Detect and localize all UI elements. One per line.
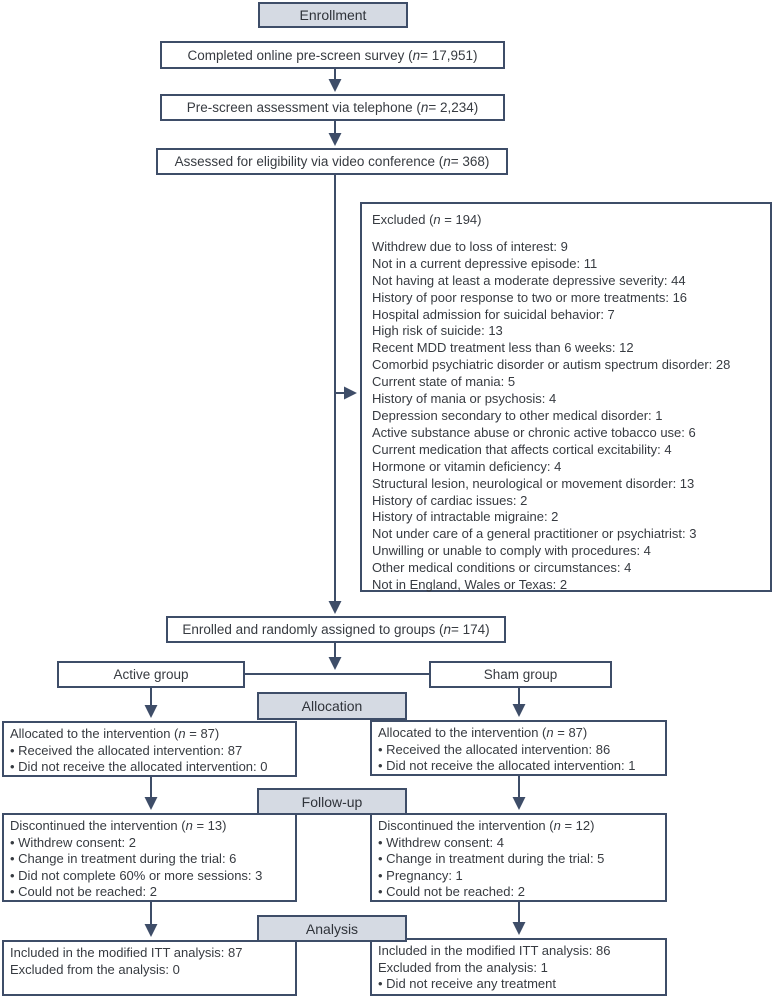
text-line: • Could not be reached: 2: [378, 884, 525, 899]
sham-analysis-lines: Included in the modified ITT analysis: 8…: [378, 943, 659, 993]
text-line: Withdrew due to loss of interest: 9: [372, 238, 568, 254]
box-eligibility-assessment: Assessed for eligibility via video confe…: [156, 148, 508, 175]
active-followup-title: Discontinued the intervention (n = 13): [10, 818, 227, 833]
sham-followup-items: • Withdrew consent: 4• Change in treatme…: [378, 835, 659, 901]
text-line: • Did not receive any treatment: [378, 976, 556, 991]
sham-allocation-title: Allocated to the intervention (n = 87): [378, 725, 588, 740]
box-sham-group: Sham group: [429, 661, 612, 688]
box-active-analysis: Included in the modified ITT analysis: 8…: [2, 940, 297, 996]
sham-followup-title: Discontinued the intervention (n = 12): [378, 818, 595, 833]
text-line: • Received the allocated intervention: 8…: [378, 741, 611, 757]
box-enrolled-randomized: Enrolled and randomly assigned to groups…: [166, 616, 506, 643]
text-line: Not in England, Wales or Texas: 2: [372, 577, 568, 593]
text-line: • Withdrew consent: 2: [10, 834, 136, 850]
box-active-followup: Discontinued the intervention (n = 13) •…: [2, 813, 297, 902]
text-line: • Received the allocated intervention: 8…: [10, 742, 243, 758]
text-line: • Did not receive the allocated interven…: [10, 759, 268, 774]
box-active-group: Active group: [57, 661, 245, 688]
active-analysis-lines: Included in the modified ITT analysis: 8…: [10, 945, 289, 978]
text-line: Current state of mania: 5: [372, 374, 516, 390]
text-line: High risk of suicide: 13: [372, 323, 503, 339]
text-line: • Change in treatment during the trial: …: [10, 851, 237, 866]
active-allocation-title: Allocated to the intervention (n = 87): [10, 726, 220, 741]
text-line: History of poor response to two or more …: [372, 289, 688, 305]
text-line: Included in the modified ITT analysis: 8…: [10, 945, 243, 960]
text-line: Active substance abuse or chronic active…: [372, 424, 696, 440]
text-line: Not in a current depressive episode: 11: [372, 255, 598, 271]
box-sham-allocation: Allocated to the intervention (n = 87) •…: [370, 720, 667, 776]
stage-allocation: Allocation: [257, 692, 407, 720]
text-line: Unwilling or unable to comply with proce…: [372, 543, 651, 559]
box-active-allocation: Allocated to the intervention (n = 87) •…: [2, 721, 297, 777]
stage-analysis: Analysis: [257, 915, 407, 942]
active-followup-items: • Withdrew consent: 2• Change in treatme…: [10, 835, 289, 901]
box-sham-analysis: Included in the modified ITT analysis: 8…: [370, 938, 667, 996]
text-line: History of cardiac issues: 2: [372, 492, 528, 508]
text-line: Not having at least a moderate depressiv…: [372, 272, 686, 288]
text-line: Hormone or vitamin deficiency: 4: [372, 458, 562, 474]
text-line: Depression secondary to other medical di…: [372, 407, 663, 423]
text-line: • Change in treatment during the trial: …: [378, 851, 605, 866]
text-line: History of mania or psychosis: 4: [372, 391, 557, 407]
text-line: Hospital admission for suicidal behavior…: [372, 306, 615, 322]
text-line: Comorbid psychiatric disorder or autism …: [372, 357, 731, 373]
active-allocation-items: • Received the allocated intervention: 8…: [10, 743, 289, 776]
text-line: Excluded from the analysis: 0: [10, 961, 180, 977]
stage-enrollment: Enrollment: [258, 2, 408, 28]
text-line: • Did not complete 60% or more sessions:…: [10, 867, 263, 883]
text-line: • Pregnancy: 1: [378, 867, 463, 883]
excluded-title: Excluded (n = 194): [372, 212, 482, 227]
text-line: Other medical conditions or circumstance…: [372, 560, 632, 576]
box-telephone-assessment: Pre-screen assessment via telephone (n =…: [160, 94, 505, 121]
box-excluded: Excluded (n = 194) Withdrew due to loss …: [360, 202, 772, 592]
sham-allocation-items: • Received the allocated intervention: 8…: [378, 742, 659, 775]
text-line: History of intractable migraine: 2: [372, 509, 559, 525]
box-prescreen-survey: Completed online pre-screen survey (n = …: [160, 41, 505, 69]
text-line: Included in the modified ITT analysis: 8…: [378, 943, 611, 958]
text-line: Recent MDD treatment less than 6 weeks: …: [372, 340, 634, 356]
text-line: • Did not receive the allocated interven…: [378, 758, 636, 773]
box-sham-followup: Discontinued the intervention (n = 12) •…: [370, 813, 667, 902]
stage-followup: Follow-up: [257, 788, 407, 815]
text-line: • Withdrew consent: 4: [378, 834, 504, 850]
text-line: • Could not be reached: 2: [10, 884, 157, 899]
text-line: Current medication that affects cortical…: [372, 441, 672, 457]
text-line: Not under care of a general practitioner…: [372, 526, 697, 542]
text-line: Structural lesion, neurological or movem…: [372, 475, 695, 491]
text-line: Excluded from the analysis: 1: [378, 959, 548, 975]
